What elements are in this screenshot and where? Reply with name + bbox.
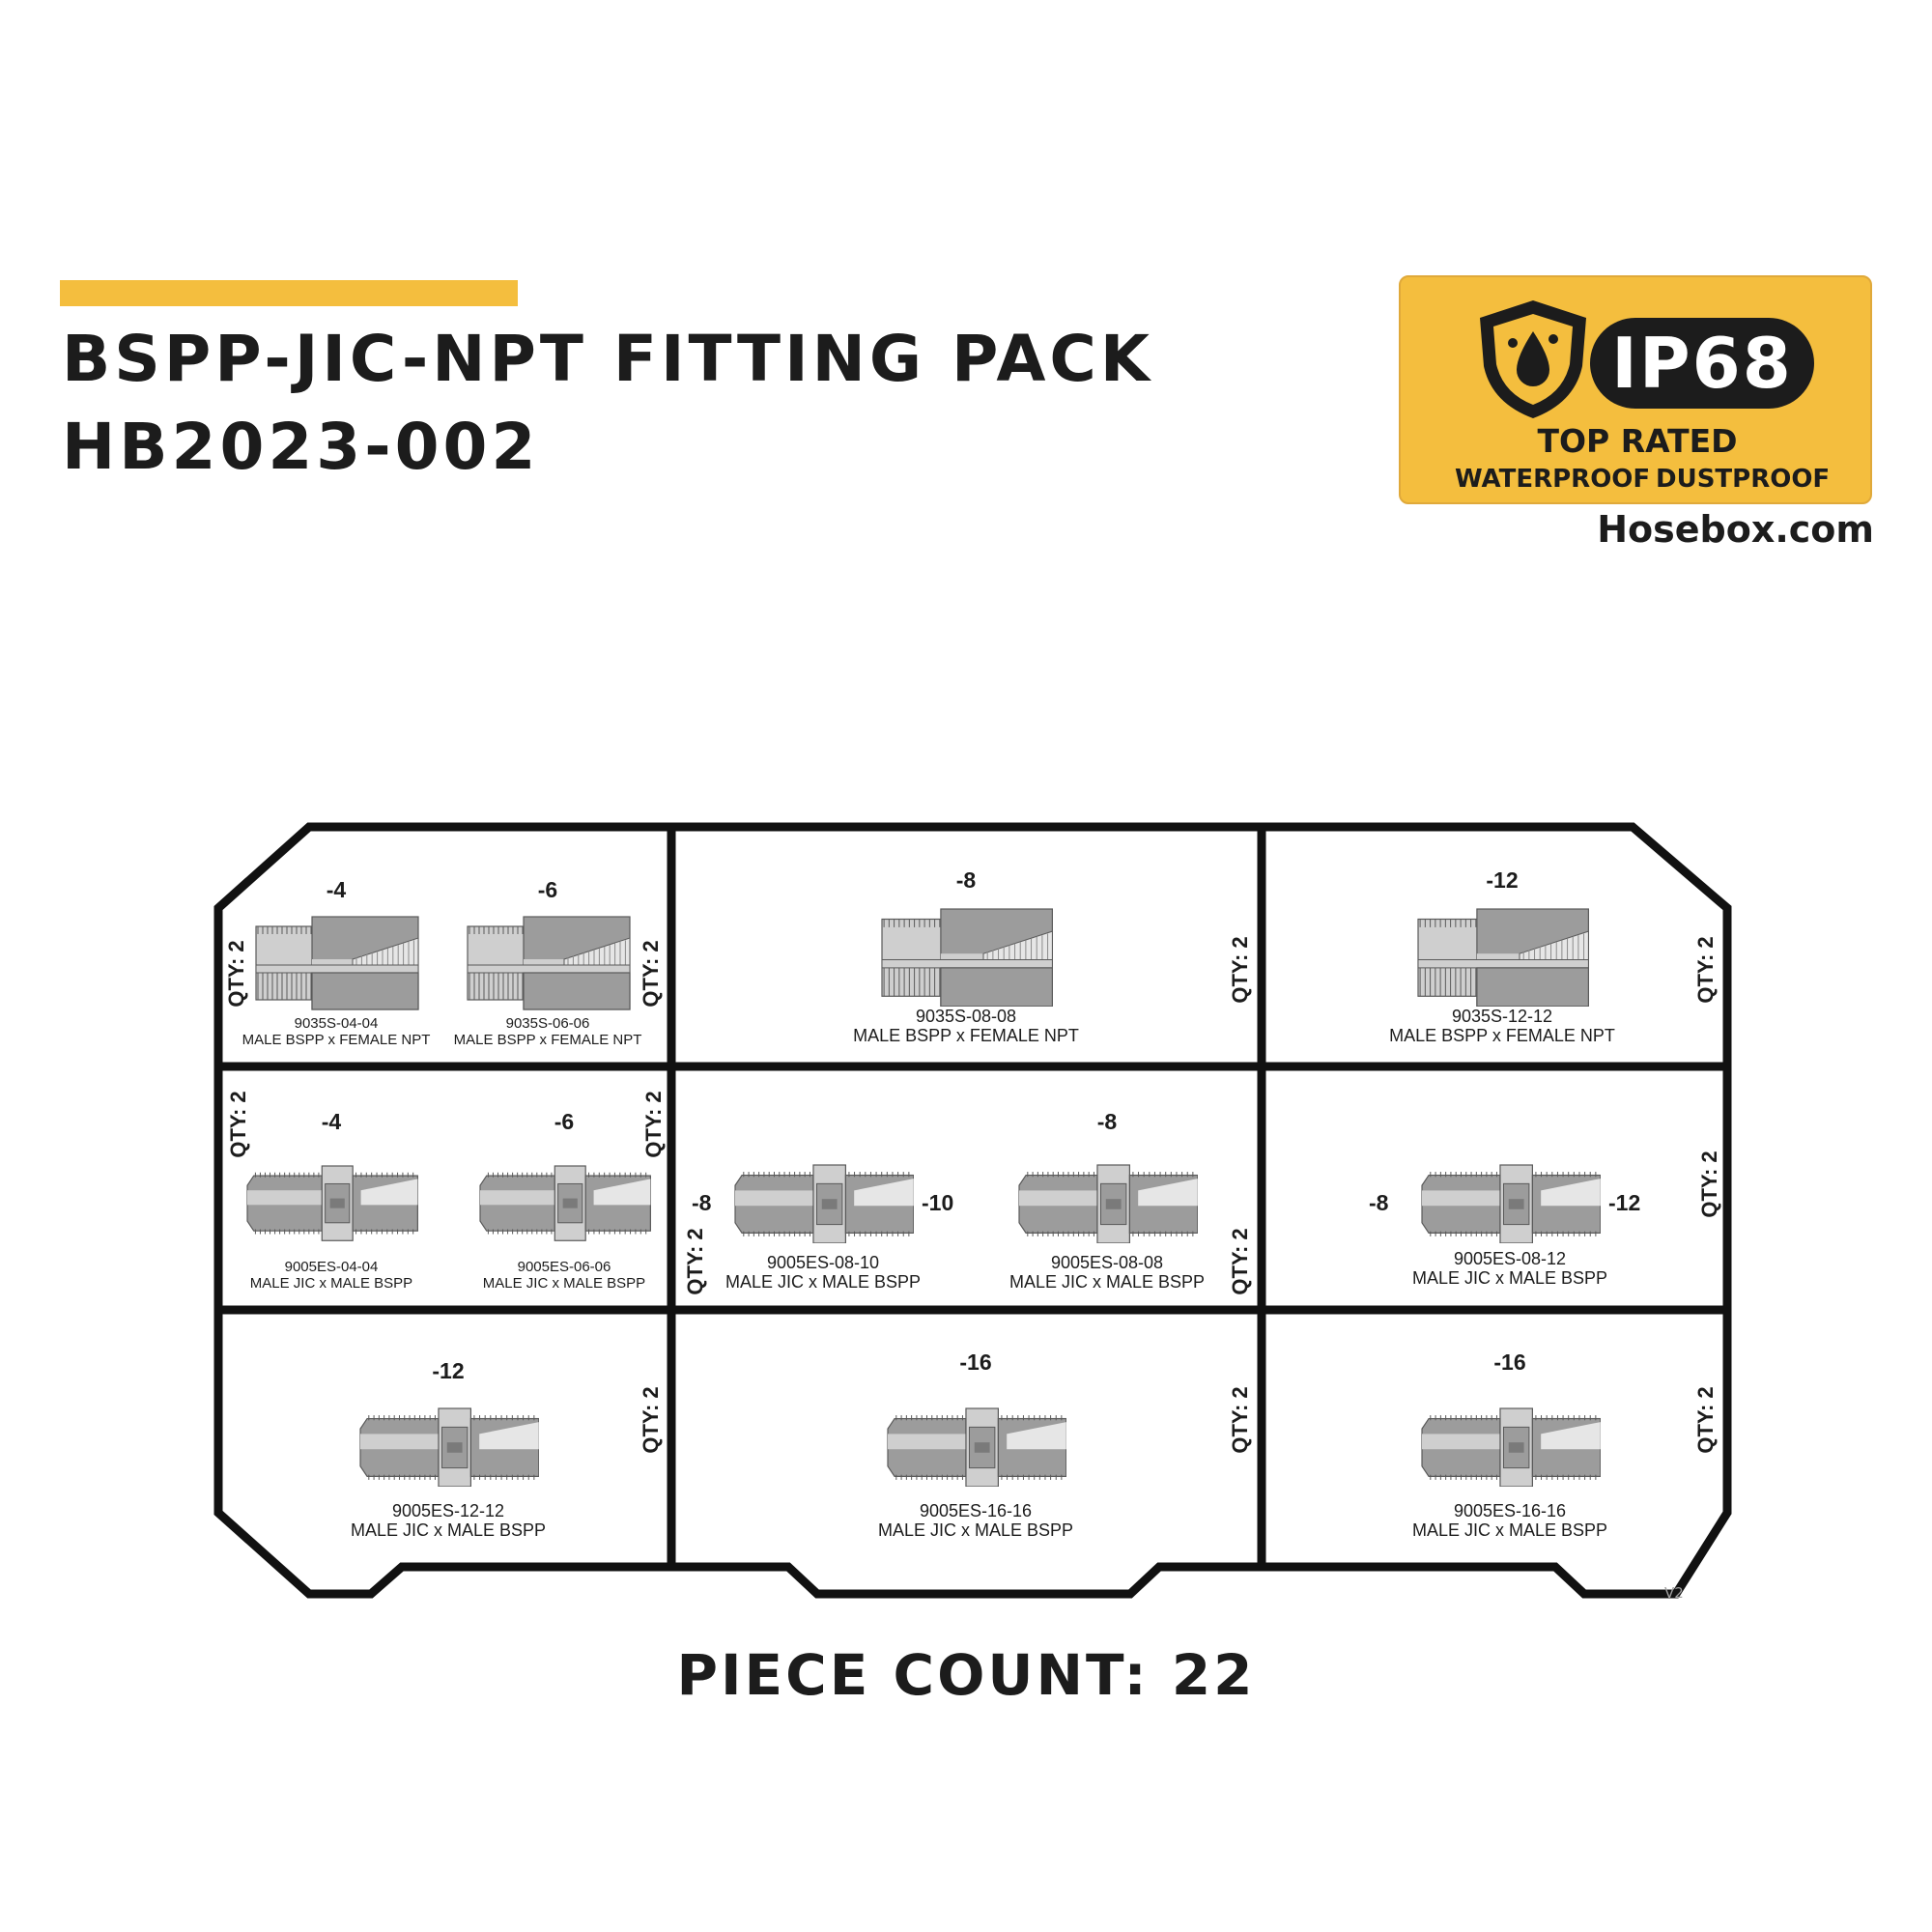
fitting-size: -12 [1486,867,1519,893]
jic-bspp-union-image [246,1165,418,1242]
fitting-part-number: 9035S-04-04 [294,1014,379,1032]
fitting-description: MALE BSPP x FEMALE NPT [242,1031,431,1048]
fitting-part-number: 9035S-12-12 [1451,1007,1553,1026]
fitting-size-right: -10 [922,1190,954,1215]
part-number-title: HB2023-002 [62,410,540,484]
bspp-npt-adapter-image [1417,907,1589,1007]
fitting-size-left: -8 [1369,1190,1389,1215]
fitting-part-number: 9005ES-08-08 [1050,1253,1164,1272]
fitting-size: -12 [432,1358,465,1383]
bspp-npt-adapter-image [467,916,631,1010]
fitting-part-number: 9005ES-16-16 [1453,1501,1567,1520]
qty-label: QTY: 2 [639,1386,663,1454]
fitting-description: MALE JIC x MALE BSPP [1411,1520,1608,1540]
fitting-size: -4 [321,1109,342,1134]
fitting-part-number: 9005ES-16-16 [919,1501,1033,1520]
fitting-description: MALE BSPP x FEMALE NPT [853,1026,1079,1045]
ip-rating: IP68 [1590,318,1814,409]
fitting-size: -6 [537,877,558,902]
jic-bspp-union-image [1420,1406,1601,1488]
qty-label: QTY: 2 [639,940,663,1008]
qty-label: QTY: 2 [1697,1151,1721,1218]
fitting-size: -8 [955,867,977,893]
qty-label: QTY: 2 [224,940,248,1008]
fitting-part-number: 9005ES-06-06 [517,1258,611,1275]
piece-count: PIECE COUNT: 22 [676,1642,1256,1708]
fitting-description: MALE JIC x MALE BSPP [1009,1272,1206,1292]
qty-label: QTY: 2 [1228,936,1252,1004]
page-title: BSPP-JIC-NPT FITTING PACK [62,322,1153,396]
shield-water-drop-icon [1480,300,1586,418]
qty-label: QTY: 2 [1693,1386,1718,1454]
fitting-description: MALE JIC x MALE BSPP [724,1272,922,1292]
qty-label: QTY: 2 [641,1091,666,1158]
fitting-size: -4 [326,877,347,902]
accent-bar [60,280,518,306]
jic-bspp-union-image [886,1406,1066,1488]
fitting-size-right: -12 [1608,1190,1641,1215]
fitting-description: MALE JIC x MALE BSPP [1411,1268,1608,1288]
fitting-size: -16 [959,1350,992,1375]
fitting-description: MALE JIC x MALE BSPP [482,1274,646,1292]
ip68-badge: IP68 TOP RATED WATERPROOF DUSTPROOF [1399,275,1872,504]
version-label: V2 [1664,1584,1684,1602]
fitting-size: -16 [1493,1350,1526,1375]
fitting-size: -6 [554,1109,575,1134]
fitting-part-number: 9005ES-08-10 [766,1253,880,1272]
top-rated-label: TOP RATED [1537,422,1738,460]
qty-label: QTY: 2 [1693,936,1718,1004]
jic-bspp-union-image [479,1165,651,1242]
waterproof-label: WATERPROOF [1455,465,1651,494]
jic-bspp-union-image [358,1406,539,1488]
jic-bspp-union-image [1017,1163,1198,1244]
dustproof-label: DUSTPROOF [1656,465,1831,494]
fitting-part-number: 9005ES-08-12 [1453,1249,1567,1268]
fitting-description: MALE BSPP x FEMALE NPT [1389,1026,1615,1045]
bspp-npt-adapter-image [881,907,1053,1007]
fitting-description: MALE JIC x MALE BSPP [877,1520,1074,1540]
bspp-npt-adapter-image [255,916,419,1010]
site-url: Hosebox.com [1597,508,1874,551]
fitting-part-number: 9005ES-12-12 [391,1501,505,1520]
fitting-part-number: 9035S-06-06 [505,1014,590,1032]
fitting-size: -8 [1096,1109,1118,1134]
fitting-description: MALE JIC x MALE BSPP [249,1274,413,1292]
jic-bspp-union-image [733,1163,914,1244]
qty-label: QTY: 2 [1228,1386,1252,1454]
fitting-part-number: 9035S-08-08 [915,1007,1017,1026]
fitting-part-number: 9005ES-04-04 [284,1258,379,1275]
fitting-description: MALE JIC x MALE BSPP [350,1520,547,1540]
qty-label: QTY: 2 [226,1091,250,1158]
fitting-size-left: -8 [692,1190,712,1215]
jic-bspp-union-image [1420,1163,1601,1244]
fitting-description: MALE BSPP x FEMALE NPT [453,1031,642,1048]
